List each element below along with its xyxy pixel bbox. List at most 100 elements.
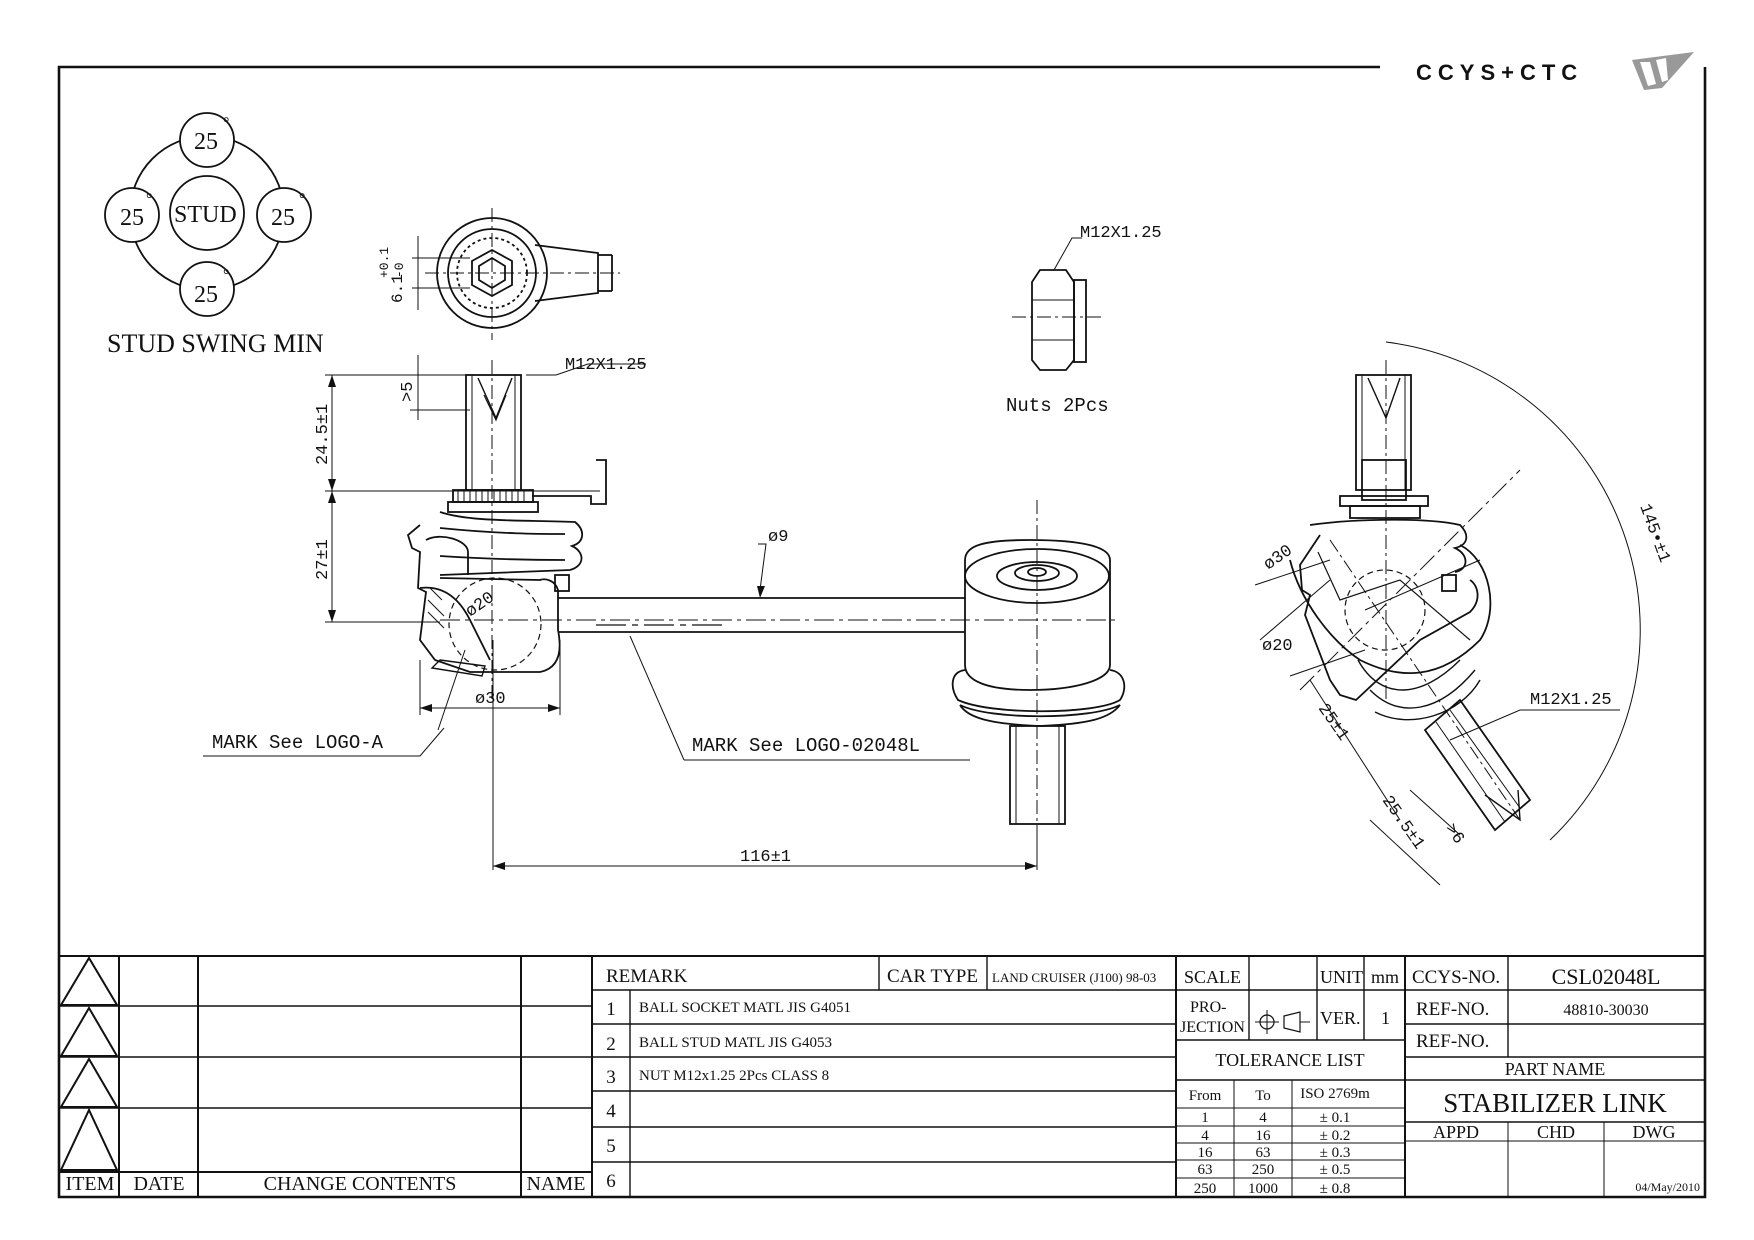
sign-appd: APPD <box>1433 1122 1479 1142</box>
swing-degree-right: ° <box>299 191 305 208</box>
side-engage-label: >6 <box>1440 821 1467 849</box>
thread-top-label: M12X1.25 <box>565 356 647 375</box>
tol-row-2-tol: ± 0.2 <box>1320 1128 1351 1144</box>
nuts-note: Nuts 2Pcs <box>1006 395 1109 417</box>
hex-width-value: 6.1 <box>389 274 407 303</box>
tolerance-table: From To ISO 2769m 1 4 ± 0.1 4 16 ± 0.2 1… <box>1189 1086 1370 1197</box>
body-height-label: 27±1 <box>314 539 333 580</box>
remark-no-4: 4 <box>606 1101 616 1122</box>
ref-no-label-2: REF-NO. <box>1416 1031 1489 1052</box>
tol-header-iso: ISO 2769m <box>1300 1086 1370 1102</box>
revision-block: ITEM DATE CHANGE CONTENTS NAME <box>66 1173 586 1195</box>
tol-header-to: To <box>1255 1088 1271 1104</box>
tol-row-1-to: 4 <box>1259 1110 1267 1126</box>
car-type-value: LAND CRUISER (J100) 98-03 <box>992 970 1156 985</box>
brand-logo: CCYS+CTC <box>1416 52 1694 90</box>
front-view-arrows <box>328 375 1037 870</box>
ref-no-value-1: 48810-30030 <box>1563 1002 1648 1019</box>
remark-no-3: 3 <box>606 1067 616 1088</box>
ccys-label: CCYS-NO. <box>1412 967 1500 988</box>
stud-length-label: 24.5±1 <box>314 404 333 465</box>
remark-text-2: BALL STUD MATL JIS G4053 <box>639 1035 832 1051</box>
title-block-grid <box>59 955 1705 1197</box>
sign-dwg: DWG <box>1633 1122 1676 1142</box>
side-ball-dia-label: ø20 <box>1262 637 1293 656</box>
swing-right-value: 25 <box>271 205 295 231</box>
remark-text-1: BALL SOCKET MATL JIS G4051 <box>639 1000 851 1016</box>
tol-row-3-from: 16 <box>1198 1145 1214 1161</box>
thread-engage-label: >5 <box>399 382 418 402</box>
projection-label-1: PRO- <box>1190 999 1226 1016</box>
socket-dia-label: ø30 <box>475 690 506 709</box>
tol-header-from: From <box>1189 1088 1222 1104</box>
tol-row-1-tol: ± 0.1 <box>1320 1110 1351 1126</box>
stud-swing-diagram <box>104 112 312 317</box>
revision-header-item: ITEM <box>66 1173 115 1195</box>
remark-no-1: 1 <box>606 999 616 1020</box>
swing-top-value: 25 <box>194 129 218 155</box>
brand-logo-mark <box>1632 52 1694 90</box>
remark-no-5: 5 <box>606 1136 616 1157</box>
side-socket-dia-label: ø30 <box>1261 542 1297 575</box>
ref-no-label-1: REF-NO. <box>1416 999 1489 1020</box>
part-block: CCYS-NO. CSL02048L REF-NO. 48810-30030 R… <box>1412 964 1700 1194</box>
hex-width-tol-upper: +0.1 <box>377 247 392 278</box>
arc-length-label: 145•±1 <box>1634 502 1673 566</box>
drawing-date: 04/May/2010 <box>1635 1180 1700 1194</box>
remark-text-3: NUT M12x1.25 2Pcs CLASS 8 <box>639 1068 829 1084</box>
front-view-labels: M12X1.25 >5 24.5±1 27±1 ø20 ø30 ø9 116±1… <box>212 356 920 867</box>
side-stud-label: 25.5±1 <box>1377 793 1428 854</box>
remark-no-2: 2 <box>606 1034 616 1055</box>
rod-dia-label: ø9 <box>768 528 788 547</box>
tol-row-3-tol: ± 0.3 <box>1320 1145 1351 1161</box>
swing-bottom-value: 25 <box>194 282 218 308</box>
remark-item-numbers: 1 2 3 4 5 6 <box>606 999 616 1192</box>
ver-value: 1 <box>1381 1008 1390 1028</box>
tol-row-4-tol: ± 0.5 <box>1320 1162 1351 1178</box>
front-view <box>406 360 1126 860</box>
top-view <box>412 208 620 340</box>
tol-row-5-to: 1000 <box>1248 1181 1278 1197</box>
ccys-value: CSL02048L <box>1552 964 1661 989</box>
remark-item-texts: BALL SOCKET MATL JIS G4051 BALL STUD MAT… <box>639 1000 851 1084</box>
remark-no-6: 6 <box>606 1171 616 1192</box>
hex-width-dim: 6.1 +0.1 -0 <box>377 247 407 303</box>
revision-header-name: NAME <box>527 1173 586 1195</box>
front-view-dimensions <box>203 355 1038 870</box>
tolerance-title: TOLERANCE LIST <box>1215 1050 1364 1070</box>
tol-row-5-from: 250 <box>1194 1181 1217 1197</box>
tol-row-2-to: 16 <box>1256 1128 1272 1144</box>
sign-chd: CHD <box>1537 1122 1575 1142</box>
part-name: STABILIZER LINK <box>1443 1088 1667 1118</box>
swing-left-value: 25 <box>120 205 144 231</box>
revision-header-change: CHANGE CONTENTS <box>264 1173 457 1195</box>
mark-logo-part: MARK See LOGO-02048L <box>692 735 920 757</box>
revision-header-date: DATE <box>133 1173 184 1195</box>
center-distance-label: 116±1 <box>740 848 791 867</box>
remark-title: REMARK <box>606 966 688 987</box>
part-name-label: PART NAME <box>1505 1059 1605 1079</box>
side-view-dimensions <box>1254 341 1641 886</box>
swing-degree-left: ° <box>146 191 152 208</box>
side-thread-label: M12X1.25 <box>1530 691 1612 710</box>
ver-label: VER. <box>1320 1008 1361 1028</box>
side-height-label: 25±1 <box>1313 701 1352 745</box>
remark-block: REMARK CAR TYPE LAND CRUISER (J100) 98-0… <box>606 966 1156 1192</box>
swing-degree-bottom: ° <box>223 267 229 284</box>
car-type-label: CAR TYPE <box>887 966 978 987</box>
nut-view <box>1012 237 1104 371</box>
tol-row-4-from: 63 <box>1198 1162 1213 1178</box>
unit-label: UNIT <box>1320 967 1363 987</box>
side-view-labels: ø30 ø20 M12X1.25 25±1 25.5±1 >6 145•±1 <box>1261 502 1674 854</box>
tol-row-2-from: 4 <box>1201 1128 1209 1144</box>
swing-caption: STUD SWING MIN <box>107 329 324 358</box>
tol-row-4-to: 250 <box>1252 1162 1275 1178</box>
mark-logo-a: MARK See LOGO-A <box>212 732 384 754</box>
hex-width-tol-lower: -0 <box>392 262 407 278</box>
spec-block: SCALE UNIT mm PRO- JECTION VER. 1 TOLERA… <box>1180 967 1399 1197</box>
side-view <box>1289 360 1532 832</box>
tol-row-3-to: 63 <box>1256 1145 1271 1161</box>
swing-degree-top: ° <box>223 115 229 132</box>
unit-value: mm <box>1371 967 1399 987</box>
